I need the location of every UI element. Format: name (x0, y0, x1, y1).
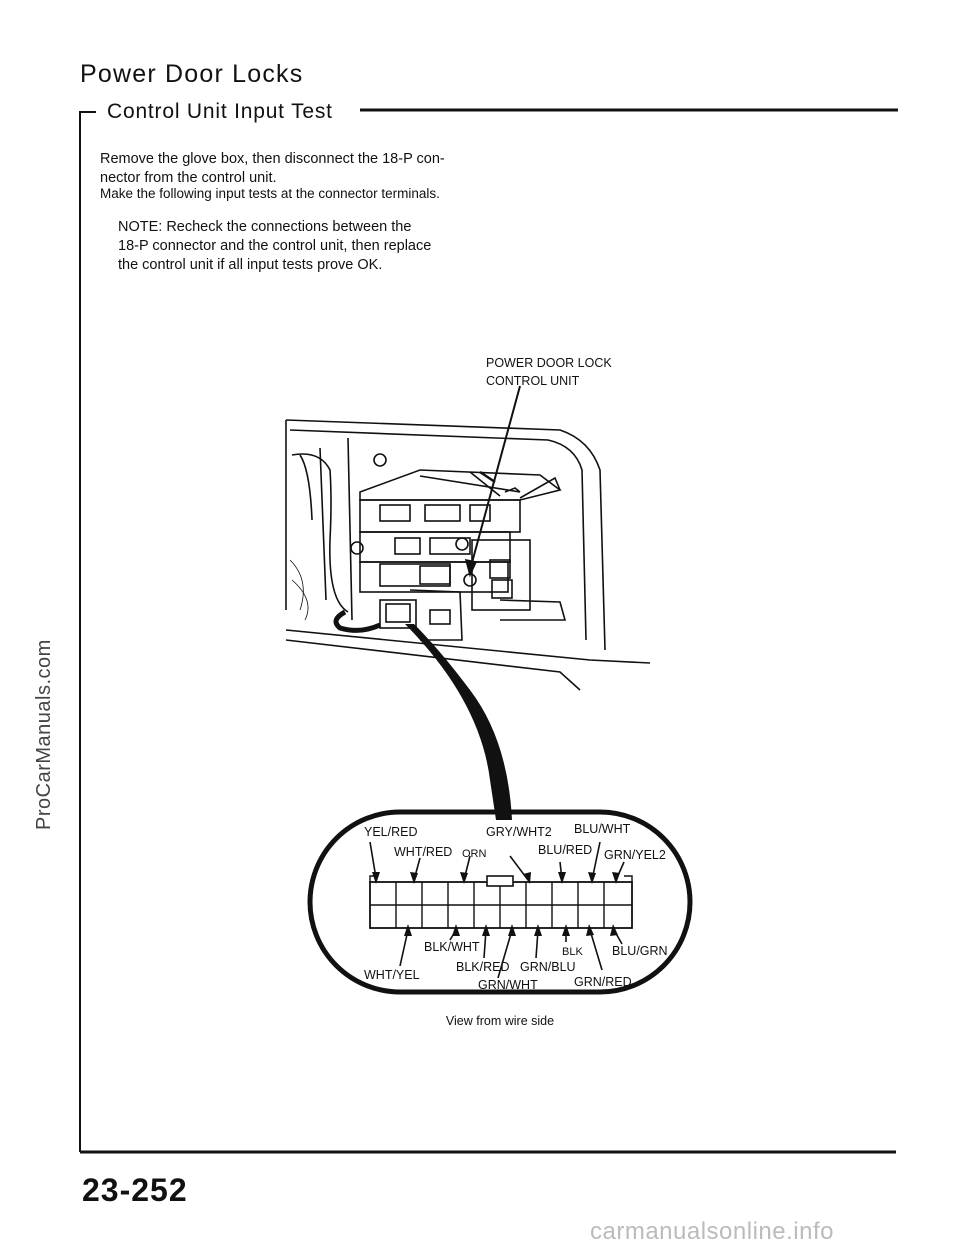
callout-swoosh (405, 624, 512, 820)
pin-label: GRN/RED (574, 975, 632, 989)
pin-label: GRN/BLU (520, 960, 576, 974)
pin-label: WHT/RED (394, 845, 453, 859)
control-unit-label: POWER DOOR LOCK CONTROL UNIT (486, 356, 612, 388)
instruction-paragraph-2: Make the following input tests at the co… (100, 186, 440, 201)
pin-label: YEL/RED (364, 825, 418, 839)
pin-label: WHT/YEL (364, 968, 420, 982)
pin-label: GRY/WHT2 (486, 825, 552, 839)
page-frame (79, 108, 898, 1154)
control-unit-illustration (285, 385, 651, 691)
connector-face (307, 809, 693, 995)
pin-label: BLU/GRN (612, 944, 668, 958)
section-subtitle: Control Unit Input Test (107, 100, 333, 123)
pin-label: BLU/RED (538, 843, 593, 857)
pin-label: BLK (562, 946, 583, 958)
side-watermark: ProCarManuals.com (33, 639, 55, 830)
pin-label: BLU/WHT (574, 822, 631, 836)
pin-label: GRN/YEL2 (604, 848, 666, 862)
page-number: 23-252 (82, 1172, 188, 1208)
pin-label: BLK/WHT (424, 940, 480, 954)
pin-label: GRN/WHT (478, 978, 538, 992)
page-title: Power Door Locks (80, 60, 304, 88)
note-text: NOTE: Recheck the connections between th… (118, 219, 432, 273)
figure-caption: View from wire side (445, 1014, 555, 1028)
instruction-paragraph: Remove the glove box, then disconnect th… (100, 151, 445, 186)
footer-watermark: carmanualsonline.info (590, 1218, 834, 1245)
pin-label: ORN (462, 848, 487, 860)
side-watermark-text: ProCarManuals.com (33, 639, 55, 830)
pin-label: BLK/RED (456, 960, 510, 974)
